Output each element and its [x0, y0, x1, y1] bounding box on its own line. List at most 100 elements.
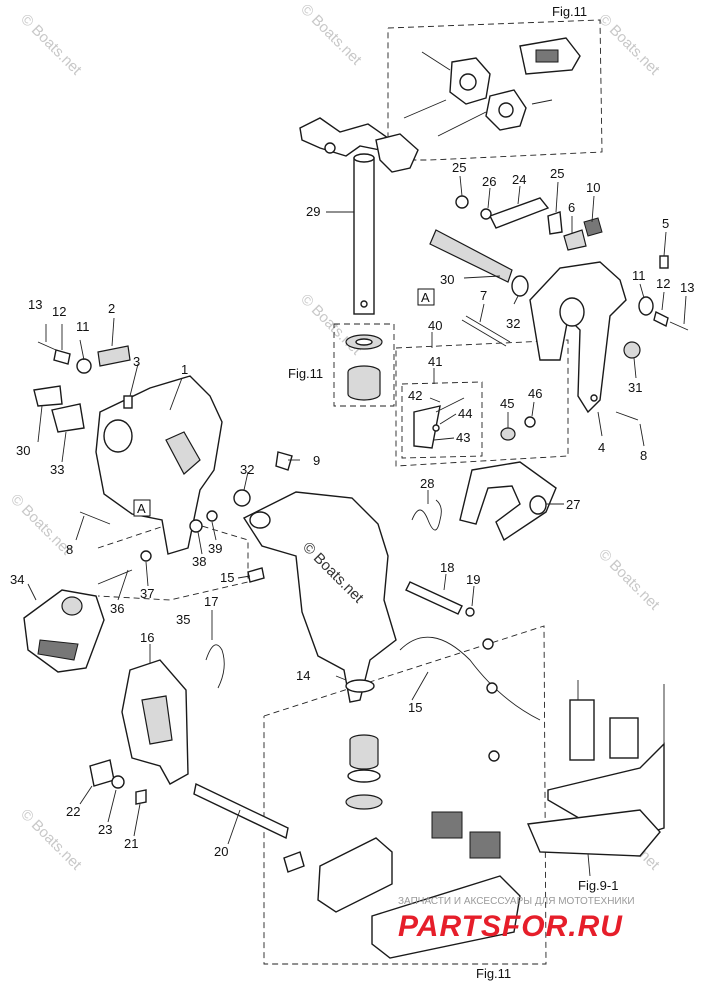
clip	[583, 217, 603, 237]
bolt-46	[524, 416, 536, 428]
washer-37	[140, 550, 152, 562]
callout-leader-line	[517, 185, 521, 205]
callout-leader-line	[587, 853, 591, 877]
callout-33: 33	[50, 462, 64, 477]
fig11-bushing-box	[333, 323, 395, 407]
callout-45: 45	[500, 396, 514, 411]
grease-nipple-15	[247, 567, 265, 583]
shaft-20	[193, 782, 289, 840]
callout-leader-line	[169, 377, 183, 411]
callout-leader-line	[411, 671, 429, 701]
shaft-top	[353, 153, 375, 163]
callout-leader-line	[639, 423, 645, 447]
reference-letter: A	[137, 501, 146, 516]
spring-42	[435, 397, 465, 413]
callout-43: 43	[456, 430, 470, 445]
callout-14: 14	[296, 668, 310, 683]
callout-21: 21	[124, 836, 138, 851]
washer-hole	[355, 338, 373, 346]
callout-32: 32	[240, 462, 254, 477]
callout-leader-line	[75, 515, 85, 541]
callout-leader-line	[107, 789, 117, 823]
fig11-bottom-box	[263, 625, 547, 965]
bolt	[482, 638, 494, 650]
watermark: © Boats.net	[297, 1, 365, 69]
bolt-13	[37, 341, 57, 351]
callout-leader-line	[133, 803, 141, 837]
callout-leader-line	[683, 295, 687, 325]
callout-leader-line	[633, 357, 637, 379]
bolt	[283, 851, 305, 873]
callout-35: 35	[176, 612, 190, 627]
branding-tagline: ЗАПЧАСТИ И АКСЕССУАРЫ ДЛЯ МОТОТЕХНИКИ	[398, 896, 635, 907]
partsfor-branding: ЗАПЧАСТИ И АКСЕССУАРЫ ДЛЯ МОТОТЕХНИКИ PA…	[398, 896, 635, 943]
callout-26: 26	[482, 174, 496, 189]
bushing-11	[76, 358, 92, 374]
spring-17	[205, 644, 225, 689]
callout-46: 46	[528, 386, 542, 401]
callout-leader-line	[433, 437, 455, 441]
callout-10: 10	[586, 180, 600, 195]
callout-leader-line	[129, 363, 139, 397]
callout-25: 25	[550, 166, 564, 181]
bracket-bore	[559, 297, 585, 327]
bracket-base-bore	[345, 679, 375, 693]
callout-13: 13	[28, 297, 42, 312]
shaft-washer	[511, 275, 529, 297]
callout-leader-line	[479, 303, 485, 323]
steering-bracket	[299, 117, 389, 157]
terminal	[486, 682, 498, 694]
bracket-bore	[103, 419, 133, 453]
callout-34: 34	[10, 572, 24, 587]
fig-ref-bottom: Fig.11	[476, 966, 511, 981]
callout-16: 16	[140, 630, 154, 645]
spring-22	[89, 759, 115, 787]
swivel-bracket	[242, 491, 397, 703]
callout-leader-line	[597, 411, 603, 437]
lower-mount	[371, 875, 521, 959]
spring-28	[411, 499, 442, 531]
callout-22: 22	[66, 804, 80, 819]
tilt-lever	[459, 461, 557, 542]
bolt-8	[79, 511, 111, 525]
callout-numbers: 29 30 13 12 11 2 3 1 30 33 9 32 8 38 39 …	[10, 160, 694, 859]
shaft-hole	[360, 300, 368, 308]
bolt	[488, 750, 500, 762]
callout-30: 30	[16, 443, 30, 458]
joint-boss	[498, 102, 514, 118]
fig-ref-top: Fig.11	[552, 4, 587, 19]
bushing-lower	[349, 734, 379, 770]
bracket-hole	[590, 394, 598, 402]
callout-9: 9	[313, 453, 320, 468]
callout-leader-line	[111, 317, 115, 347]
callout-leader-line	[227, 809, 241, 845]
callout-24: 24	[512, 172, 526, 187]
bushing-31	[623, 341, 641, 359]
callout-leader-line	[37, 405, 43, 443]
callout-leader-line	[443, 573, 447, 591]
callout-36: 36	[110, 601, 124, 616]
bracket-ear	[249, 511, 271, 529]
threaded-rod	[437, 111, 487, 137]
callout-leader-line	[429, 397, 441, 403]
bushing-45	[500, 427, 516, 441]
callout-4: 4	[598, 440, 605, 455]
rubber-mount	[469, 831, 501, 859]
pin-7-edge	[465, 315, 511, 343]
tilt-lever-27	[411, 461, 557, 542]
callout-8: 8	[640, 448, 647, 463]
clamp-bracket-left	[33, 341, 293, 555]
callout-leader-line	[27, 583, 37, 601]
watermark: © Boats.net	[17, 11, 85, 79]
callout-7: 7	[480, 288, 487, 303]
fig9-1-housing	[526, 680, 665, 857]
lever-boss	[529, 495, 547, 515]
bolt-36	[97, 569, 133, 585]
joint-boss	[459, 73, 477, 91]
reference-a-left: A	[133, 499, 151, 517]
clip-9	[275, 451, 293, 471]
callout-leader-line	[335, 675, 347, 681]
bracket-hole	[324, 142, 336, 154]
callout-40: 40	[428, 318, 442, 333]
